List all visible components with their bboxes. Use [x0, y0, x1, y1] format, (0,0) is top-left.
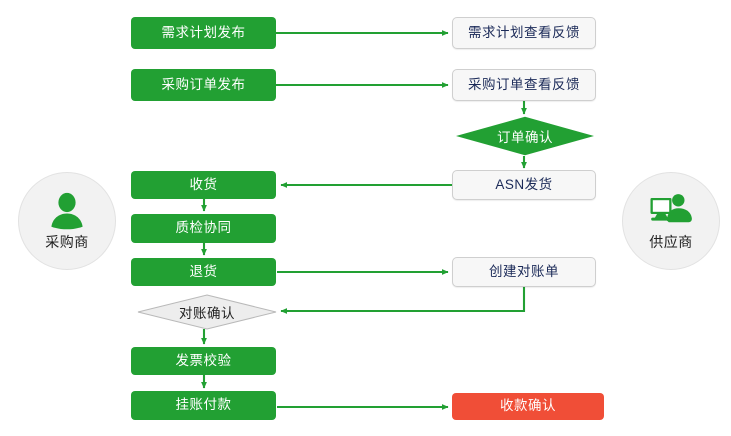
node-label: 发票校验 [175, 352, 232, 368]
node-label: 收货 [189, 176, 218, 192]
diamond-shape [137, 294, 277, 330]
node-label: 挂账付款 [175, 397, 232, 413]
node-invoice-verification[interactable]: 发票校验 [131, 347, 276, 375]
node-purchase-order-view-feedback[interactable]: 采购订单查看反馈 [452, 69, 596, 101]
diamond-shape [456, 116, 594, 156]
node-demand-plan-publish[interactable]: 需求计划发布 [131, 17, 276, 49]
node-label: ASN发货 [495, 176, 553, 192]
node-label: 需求计划发布 [161, 24, 246, 40]
node-goods-return[interactable]: 退货 [131, 258, 276, 286]
actor-buyer-label: 采购商 [45, 233, 89, 250]
actor-supplier-label: 供应商 [649, 233, 693, 250]
node-label: 对账确认 [179, 306, 235, 321]
node-label: 订单确认 [497, 130, 553, 145]
node-order-confirm[interactable]: 订单确认 [455, 116, 595, 156]
node-purchase-order-publish[interactable]: 采购订单发布 [131, 69, 276, 101]
node-label: 退货 [189, 263, 218, 279]
node-quality-inspection-collab[interactable]: 质检协同 [131, 214, 276, 243]
node-label: 质检协同 [175, 220, 232, 236]
edge-n10-n11 [280, 287, 526, 314]
node-label: 需求计划查看反馈 [468, 24, 580, 40]
user-avatar-icon [51, 192, 83, 229]
node-label: 收款确认 [500, 398, 556, 414]
node-accrual-payment[interactable]: 挂账付款 [131, 391, 276, 420]
node-create-reconciliation-statement[interactable]: 创建对账单 [452, 257, 596, 287]
node-goods-receipt[interactable]: 收货 [131, 171, 276, 199]
node-asn-shipment[interactable]: ASN发货 [452, 170, 596, 200]
node-reconciliation-confirm[interactable]: 对账确认 [137, 294, 277, 330]
node-demand-plan-view-feedback[interactable]: 需求计划查看反馈 [452, 17, 596, 49]
node-label: 采购订单查看反馈 [468, 76, 580, 92]
user-at-computer-icon [650, 193, 692, 222]
actor-buyer[interactable]: 采购商 [18, 172, 116, 270]
node-label: 采购订单发布 [161, 76, 246, 92]
actor-supplier[interactable]: 供应商 [622, 172, 720, 270]
node-payment-receipt-confirm[interactable]: 收款确认 [452, 393, 604, 420]
node-label: 创建对账单 [489, 263, 559, 279]
